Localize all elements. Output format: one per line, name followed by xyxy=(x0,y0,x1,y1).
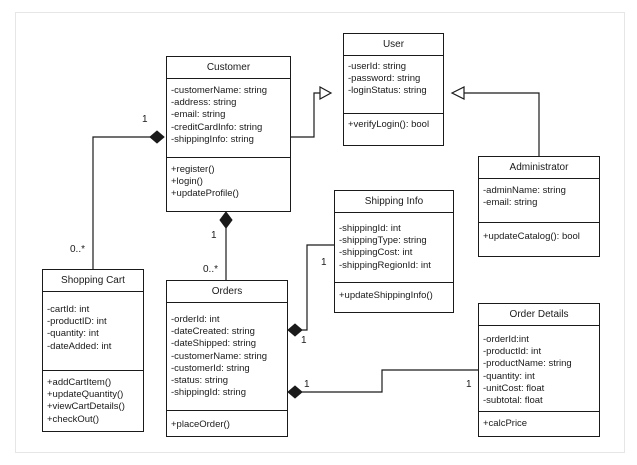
class-name: Shopping Cart xyxy=(43,270,143,292)
orders-shipping-diamond xyxy=(287,323,303,337)
class-name: User xyxy=(344,34,443,56)
order-details-class-box: Order Details -orderId:int -productId: i… xyxy=(478,303,600,437)
method: +updateProfile() xyxy=(171,188,239,200)
method: +calcPrice xyxy=(483,418,528,429)
attribute: -shippingInfo: string xyxy=(171,133,254,145)
attribute: -shippingType: string xyxy=(339,235,427,247)
attribute: -dateAdded: int xyxy=(47,340,112,352)
method: +login() xyxy=(171,176,203,188)
attribute: -orderId: int xyxy=(171,314,220,325)
user-generalization-arrowhead-right xyxy=(450,86,465,100)
method: +addCartItem() xyxy=(47,377,112,388)
attribute: -adminName: string xyxy=(483,185,566,196)
shopping-cart-class-box: Shopping Cart -cartId: int -productID: i… xyxy=(42,269,144,432)
attribute: -cartId: int xyxy=(47,304,90,315)
method: +verifyLogin(): bool xyxy=(348,119,430,130)
attribute: -customerId: string xyxy=(171,362,250,374)
customer-orders-diamond xyxy=(219,211,233,229)
attribute: -quantity: int xyxy=(47,328,99,340)
multiplicity-orders-shipping-other: 1 xyxy=(321,257,327,268)
multiplicity-customer-orders-many: 0..* xyxy=(203,264,219,275)
diagram-frame xyxy=(15,12,625,453)
administrator-class-box: Administrator -adminName: string -email:… xyxy=(478,156,600,257)
class-attributes: -cartId: int -productID: int -quantity: … xyxy=(43,292,143,371)
class-attributes: -customerName: string -address: string -… xyxy=(167,79,290,158)
attribute: -status: string xyxy=(171,375,229,387)
class-methods: +placeOrder() xyxy=(167,411,287,431)
customer-cart-diamond xyxy=(149,130,165,144)
multiplicity-orders-details-other: 1 xyxy=(466,379,472,390)
class-attributes: -orderId:int -productId: int -productNam… xyxy=(479,326,599,412)
attribute: -email: string xyxy=(483,197,538,209)
class-methods: +calcPrice xyxy=(479,412,599,430)
class-methods: +register() +login() +updateProfile() xyxy=(167,158,290,201)
class-attributes: -shippingId: int -shippingType: string -… xyxy=(335,213,453,283)
customer-class-box: Customer -customerName: string -address:… xyxy=(166,56,291,212)
attribute: -shippingId: int xyxy=(339,223,401,234)
orders-class-box: Orders -orderId: int -dateCreated: strin… xyxy=(166,280,288,437)
attribute: -customerName: string xyxy=(171,350,268,362)
method: +updateQuantity() xyxy=(47,389,124,401)
administrator-user-generalization-line xyxy=(464,92,540,156)
attribute: -email: string xyxy=(171,109,226,121)
customer-cart-composition-line xyxy=(92,136,151,269)
customer-user-generalization-line xyxy=(291,92,320,138)
attribute: -subtotal: float xyxy=(483,395,543,407)
method: +checkOut() xyxy=(47,413,100,425)
class-attributes: -adminName: string -email: string xyxy=(479,179,599,223)
attribute: -creditCardInfo: string xyxy=(171,121,263,133)
class-methods: +updateShippingInfo() xyxy=(335,283,453,302)
method: +register() xyxy=(171,164,215,175)
attribute: -unitCost: float xyxy=(483,382,545,394)
multiplicity-orders-shipping-one: 1 xyxy=(301,335,307,346)
user-generalization-arrowhead-left xyxy=(319,85,333,101)
class-methods: +addCartItem() +updateQuantity() +viewCa… xyxy=(43,371,143,426)
attribute: -productName: string xyxy=(483,358,572,370)
class-attributes: -userId: string -password: string -login… xyxy=(344,56,443,114)
class-name: Shipping Info xyxy=(335,191,453,213)
multiplicity-customer-cart-many: 0..* xyxy=(70,244,86,255)
class-attributes: -orderId: int -dateCreated: string -date… xyxy=(167,303,287,411)
attribute: -dateCreated: string xyxy=(171,326,255,338)
attribute: -shippingId: string xyxy=(171,387,246,399)
attribute: -address: string xyxy=(171,97,237,109)
class-methods: +updateCatalog(): bool xyxy=(479,223,599,243)
orders-details-composition-line xyxy=(302,369,478,393)
multiplicity-customer-orders-one: 1 xyxy=(211,230,217,241)
method: +updateShippingInfo() xyxy=(339,290,433,301)
multiplicity-customer-cart-one: 1 xyxy=(142,114,148,125)
user-class-box: User -userId: string -password: string -… xyxy=(343,33,444,146)
orders-details-diamond xyxy=(287,385,303,399)
attribute: -productId: int xyxy=(483,346,542,358)
attribute: -shippingCost: int xyxy=(339,247,413,259)
orders-shipping-composition-line xyxy=(302,244,334,331)
attribute: -productID: int xyxy=(47,316,107,328)
attribute: -customerName: string xyxy=(171,85,268,96)
class-name: Orders xyxy=(167,281,287,303)
method: +placeOrder() xyxy=(171,419,230,430)
attribute: -userId: string xyxy=(348,61,407,72)
class-name: Order Details xyxy=(479,304,599,326)
attribute: -shippingRegionId: int xyxy=(339,259,431,271)
attribute: -loginStatus: string xyxy=(348,85,427,97)
attribute: -dateShipped: string xyxy=(171,338,257,350)
attribute: -orderId:int xyxy=(483,334,529,345)
method: +updateCatalog(): bool xyxy=(483,231,580,242)
method: +viewCartDetails() xyxy=(47,401,125,413)
multiplicity-orders-details-one: 1 xyxy=(304,379,310,390)
class-name: Administrator xyxy=(479,157,599,179)
class-name: Customer xyxy=(167,57,290,79)
attribute: -password: string xyxy=(348,73,421,85)
class-methods: +verifyLogin(): bool xyxy=(344,114,443,131)
shipping-info-class-box: Shipping Info -shippingId: int -shipping… xyxy=(334,190,454,313)
attribute: -quantity: int xyxy=(483,370,535,382)
